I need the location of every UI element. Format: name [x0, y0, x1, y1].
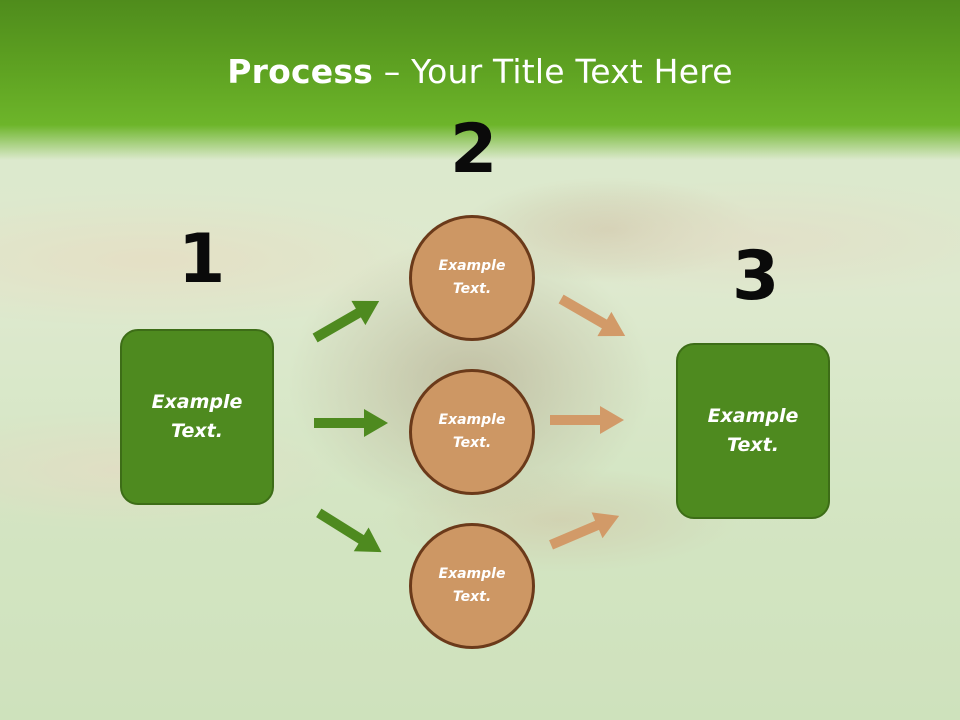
- circle-middle: Example Text.: [409, 369, 535, 495]
- circle-middle-text: Example Text.: [438, 412, 506, 451]
- circle-top: Example Text.: [409, 215, 535, 341]
- circle-bottom: Example Text.: [409, 523, 535, 649]
- right-box-text: Example Text.: [707, 405, 799, 456]
- title-bold: Process: [227, 52, 374, 91]
- left-box-text: Example Text.: [151, 391, 243, 442]
- title-rest: – Your Title Text Here: [373, 52, 733, 91]
- circle-bottom-text: Example Text.: [438, 566, 506, 605]
- step-number-2: 2: [450, 110, 498, 189]
- slide-title: Process – Your Title Text Here: [0, 52, 960, 91]
- title-banner: [0, 0, 960, 160]
- step-number-1: 1: [178, 220, 226, 299]
- left-process-box: Example Text.: [120, 329, 274, 505]
- circle-top-text: Example Text.: [438, 258, 506, 297]
- right-process-box: Example Text.: [676, 343, 830, 519]
- step-number-3: 3: [732, 237, 780, 316]
